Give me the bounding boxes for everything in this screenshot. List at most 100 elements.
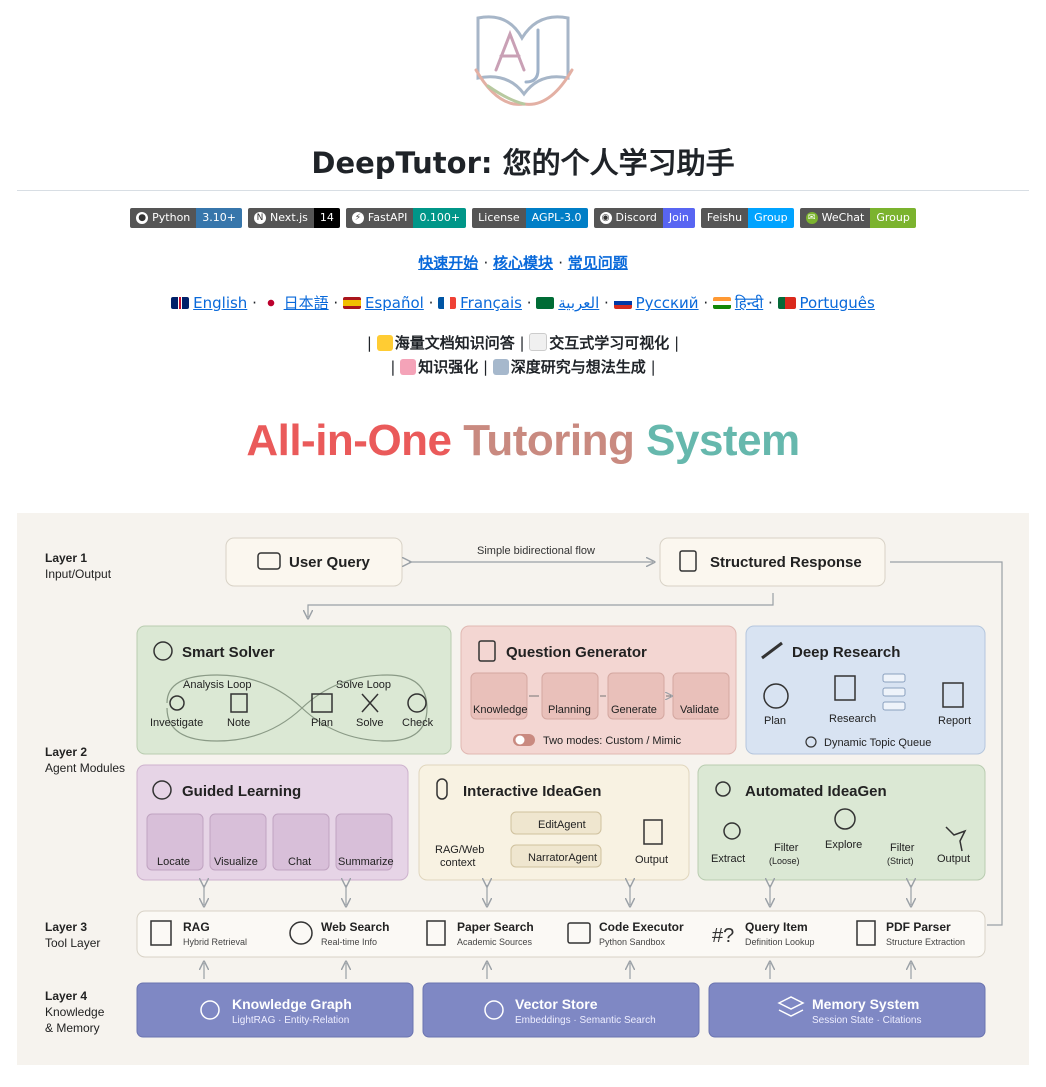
flow-label: Simple bidirectional flow (477, 545, 595, 557)
smart-solver-module: Smart Solver Analysis Loop Solve Loop In… (136, 625, 452, 755)
svg-text:Summarize: Summarize (338, 856, 394, 868)
note-icon (230, 693, 248, 713)
star-icon (945, 826, 967, 852)
pdf-icon (856, 920, 876, 946)
structured-response-box: Structured Response (659, 537, 886, 587)
svg-text:Filter: Filter (890, 842, 915, 854)
svg-text:Plan: Plan (311, 717, 333, 729)
spain-flag-icon (342, 297, 361, 309)
target-icon (152, 780, 172, 800)
svg-text:Solve: Solve (356, 717, 384, 729)
svg-text:User Query: User Query (289, 554, 371, 571)
check-icon (407, 693, 427, 713)
svg-text:Validate: Validate (680, 704, 719, 716)
feature-line-2: | 知识强化 | 深度研究与想法生成 | (390, 358, 656, 376)
lightning-icon (376, 335, 393, 351)
svg-text:Code Executor: Code Executor (599, 920, 684, 934)
svg-text:Memory System: Memory System (812, 996, 919, 1012)
lang-japanese[interactable]: 日本語 (261, 294, 329, 312)
svg-text:Web Search: Web Search (321, 920, 389, 934)
svg-text:(Strict): (Strict) (887, 856, 914, 866)
layer2-label: Layer 2 (45, 745, 87, 759)
svg-text:Check: Check (402, 717, 434, 729)
badge-discord[interactable]: ◉Discord Join (593, 208, 695, 228)
link-quick-start[interactable]: 快速开始 (418, 254, 479, 272)
refresh-icon (805, 736, 817, 748)
svg-text:Python Sandbox: Python Sandbox (599, 937, 666, 947)
svg-text:Question Generator: Question Generator (506, 644, 647, 661)
svg-text:Research: Research (829, 713, 876, 725)
badge-feishu[interactable]: Feishu Group (700, 208, 794, 228)
layer3-sub: Tool Layer (45, 936, 100, 950)
svg-text:Vector Store: Vector Store (515, 996, 598, 1012)
badge-python[interactable]: ●Python 3.10+ (130, 208, 242, 228)
svg-text:Visualize: Visualize (214, 856, 258, 868)
search-icon (169, 695, 185, 711)
svg-text:Knowledge Graph: Knowledge Graph (232, 996, 352, 1012)
guided-learning-module: Guided Learning Locate Visualize Chat Su… (136, 764, 409, 881)
brain-icon (153, 641, 173, 661)
svg-text:Session State · Citations: Session State · Citations (812, 1015, 922, 1026)
tool-layer: RAG Hybrid Retrieval Web Search Real-tim… (136, 910, 986, 958)
india-flag-icon (712, 297, 731, 309)
explore-icon (834, 808, 856, 830)
deeptutor-logo: AI (474, 15, 574, 106)
page-title: DeepTutor: 您的个人学习助手 (311, 146, 735, 180)
svg-text:Analysis Loop: Analysis Loop (183, 679, 252, 691)
layer2-sub: Agent Modules (45, 761, 125, 775)
paper-icon (426, 920, 446, 946)
layer4-sub1: Knowledge (45, 1005, 105, 1019)
lang-hindi[interactable]: हिन्दी (712, 294, 763, 312)
terminal-icon (567, 922, 591, 944)
lang-english[interactable]: English (171, 294, 247, 312)
badge-wechat[interactable]: ✉WeChat Group (799, 208, 916, 228)
deep-research-module: Deep Research Plan Research Report Dynam… (745, 625, 986, 755)
dots-grid-icon (484, 1000, 504, 1020)
lang-spanish[interactable]: Español (342, 294, 424, 312)
badge-license[interactable]: License AGPL-3.0 (472, 208, 588, 228)
link-core-modules[interactable]: 核心模块 (492, 254, 553, 272)
svg-text:Interactive IdeaGen: Interactive IdeaGen (463, 783, 601, 800)
question-generator-module: Question Generator Knowledge Planning Ge… (460, 625, 737, 755)
language-links: English · 日本語 · Español · Français · الع… (0, 292, 1046, 313)
svg-text:Locate: Locate (157, 856, 190, 868)
layer3-label: Layer 3 (45, 920, 87, 934)
research-icon (834, 675, 856, 701)
graph-icon (200, 1000, 220, 1020)
wechat-icon: ✉ (805, 212, 818, 224)
link-faq[interactable]: 常见问题 (567, 254, 628, 272)
tools-icon (361, 693, 379, 713)
svg-text:NarratorAgent: NarratorAgent (528, 852, 597, 864)
svg-text:Chat: Chat (288, 856, 311, 868)
svg-text:LightRAG · Entity-Relation: LightRAG · Entity-Relation (232, 1015, 349, 1026)
title-divider (17, 190, 1029, 191)
svg-text:Solve Loop: Solve Loop (336, 679, 391, 691)
svg-text:RAG: RAG (183, 920, 210, 934)
portugal-flag-icon (777, 297, 796, 309)
clipboard-icon (478, 640, 496, 662)
lang-arabic[interactable]: العربية (536, 294, 599, 312)
lang-russian[interactable]: Русский (613, 294, 699, 312)
headline: All-in-One Tutoring System (246, 416, 800, 465)
france-flag-icon (438, 297, 457, 309)
lang-french[interactable]: Français (438, 294, 522, 312)
russia-flag-icon (613, 297, 632, 309)
svg-text:Automated IdeaGen: Automated IdeaGen (745, 783, 887, 800)
automated-ideagen-module: Automated IdeaGen Extract Filter (Loose)… (697, 764, 986, 881)
compass-icon (763, 683, 789, 709)
svg-text:Query Item: Query Item (745, 920, 808, 934)
svg-text:Dynamic Topic Queue: Dynamic Topic Queue (824, 737, 931, 749)
badge-fastapi[interactable]: ⚡FastAPI 0.100+ (345, 208, 467, 228)
layer1-label: Layer 1 (45, 551, 87, 565)
rag-icon (150, 920, 172, 946)
plan-icon (311, 693, 333, 713)
svg-text:Output: Output (635, 854, 668, 866)
chart-icon (529, 333, 548, 351)
quick-links: 快速开始 · 核心模块 · 常见问题 (418, 254, 628, 272)
lang-portuguese[interactable]: Português (777, 294, 875, 312)
svg-text:Report: Report (938, 715, 971, 727)
svg-text:Extract: Extract (711, 853, 745, 865)
nextjs-icon: N (254, 212, 266, 224)
